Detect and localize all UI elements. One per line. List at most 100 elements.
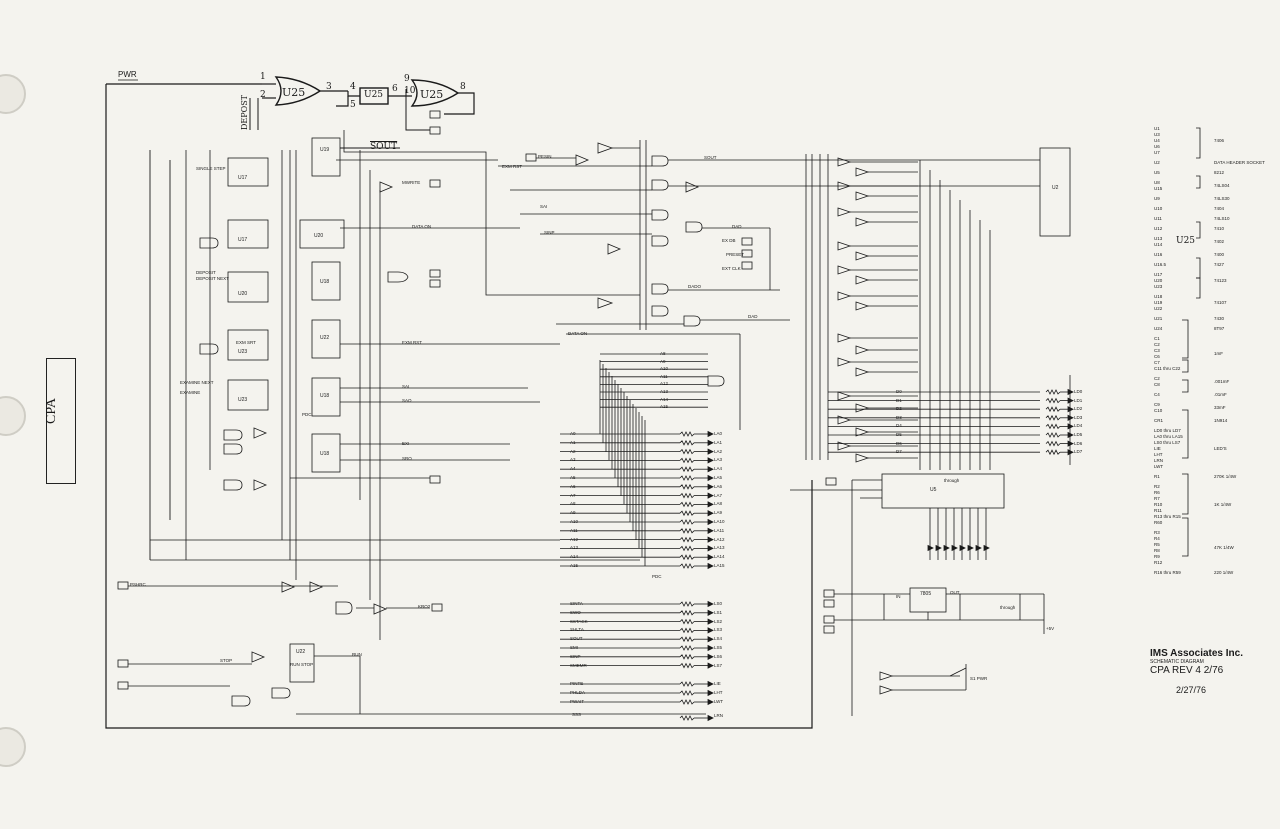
gate-label: U25 <box>364 90 384 100</box>
bom-part: C4 <box>1154 392 1160 397</box>
gate-input-label: A11 <box>660 373 668 379</box>
led-label: LS3 <box>714 627 723 633</box>
resistor-icon <box>679 510 695 517</box>
resistor-icon <box>679 439 695 446</box>
depost-label: DEPOST <box>240 94 249 130</box>
signal-label: SAO <box>402 398 412 403</box>
bom-part: LRN <box>1154 458 1164 463</box>
switch-label: SINGLE STEP <box>196 166 226 171</box>
signal-label: SSS <box>572 712 582 717</box>
bom-value: 74107 <box>1214 300 1227 305</box>
bom-part: LHT <box>1154 452 1163 457</box>
buffer-gate-icon <box>855 427 870 437</box>
bus-pin-label: SOUT <box>570 636 583 642</box>
bom-part: CR1 <box>1154 418 1164 423</box>
signal-label: SOUT <box>704 155 717 160</box>
bom-value: 74LS10 <box>1214 216 1230 221</box>
bus-pin-label: SMEMR <box>570 662 587 668</box>
led-icon <box>707 536 714 543</box>
bom-value: 7430 <box>1214 316 1225 321</box>
bus-pin-label: SHLTA <box>570 627 584 633</box>
pin-number: 2 <box>260 90 266 100</box>
resistor-icon <box>679 645 695 651</box>
chip-label: U18 <box>320 279 330 285</box>
resistor-icon <box>1045 414 1061 421</box>
bom-handwritten: U25 <box>1176 236 1196 246</box>
bus-pin-label: PINTE <box>570 681 584 686</box>
led-icon <box>707 600 714 608</box>
bom-part: LD0 thru LD7 <box>1154 428 1181 433</box>
chip-label: 7805 <box>920 591 932 597</box>
bom-value: DATA HEADER SOCKET <box>1214 160 1265 165</box>
signal-label: PSHRC <box>130 582 146 587</box>
led-label: LA13 <box>714 545 725 551</box>
led-label: LA10 <box>714 519 725 524</box>
resistor-icon <box>679 501 695 508</box>
buffer-gate-icon <box>855 251 870 261</box>
led-icon <box>983 544 990 552</box>
bom-value: 7427 <box>1214 262 1225 267</box>
resistor-icon <box>679 527 695 534</box>
led-icon <box>707 466 714 473</box>
buffer-gate-icon <box>837 333 852 343</box>
bom-part: R12 <box>1154 560 1163 565</box>
signal-label: DAD <box>732 224 742 229</box>
led-icon <box>959 544 966 552</box>
led-label: LA3 <box>714 457 723 463</box>
led-label: LRN <box>714 713 724 718</box>
gate-input-label: A12 <box>660 381 669 387</box>
signal-label: DATA ON <box>412 224 432 229</box>
bom-part: U6 <box>1154 144 1160 149</box>
led-icon <box>975 544 982 552</box>
bom-value: 1mF <box>1214 351 1223 356</box>
led-icon <box>1067 423 1074 430</box>
bus-pin-label: PHLDA <box>570 690 586 695</box>
resistor-icon <box>679 715 695 721</box>
pin-number: 5 <box>350 100 356 110</box>
buffer-gate-icon <box>837 241 852 251</box>
chip-label: U17 <box>238 237 248 243</box>
data-line-label: D5 <box>896 432 902 437</box>
bom-part: C2 <box>1154 342 1160 347</box>
bom-value: 7402 <box>1214 239 1225 244</box>
signal-label: STOP <box>220 658 233 663</box>
led-label: LA7 <box>714 492 723 498</box>
plus-v-label: +5V <box>1046 626 1055 631</box>
chip-label: U23 <box>238 397 248 403</box>
resistor-icon <box>679 563 695 569</box>
resistor-icon <box>679 457 695 464</box>
led-label: LA15 <box>714 563 725 568</box>
bom-part: R6 <box>1154 490 1160 495</box>
bom-value: .001mF <box>1214 379 1230 384</box>
bom-value: 74LS30 <box>1214 196 1230 201</box>
led-label: LS1 <box>714 609 723 615</box>
chip-label: U19 <box>320 147 330 153</box>
bom-part: R8 <box>1154 548 1160 553</box>
data-line-label: D7 <box>896 449 902 455</box>
led-label: LD6 <box>1074 440 1083 446</box>
chip-label: U23 <box>238 349 248 355</box>
bus-pin-label: A5 <box>570 475 576 480</box>
bom-part: U16.5 <box>1154 262 1167 267</box>
through-label: through <box>944 478 960 483</box>
led-icon <box>967 544 974 552</box>
signal-label: SRO <box>402 456 412 461</box>
bom-part: U1 <box>1154 126 1160 131</box>
bom-part: U14 <box>1154 242 1163 247</box>
regulator-in: IN <box>896 594 901 599</box>
led-label: LIE <box>714 681 721 686</box>
buffer-gate-icon <box>837 415 852 425</box>
bom-part: U13 <box>1154 236 1163 241</box>
led-label: LA8 <box>714 501 723 507</box>
drawing-revision: CPA REV 4 2/76 <box>1150 665 1224 676</box>
buffer-gate-icon <box>837 265 852 275</box>
led-label: LA2 <box>714 448 723 454</box>
bom-value: 74LS04 <box>1214 183 1230 188</box>
bom-part: U23 <box>1154 284 1163 289</box>
bom-value: 270K 1/4W <box>1214 474 1237 479</box>
led-label: LS0 <box>714 601 723 606</box>
resistor-icon <box>679 448 695 455</box>
led-label: LS4 <box>714 636 723 642</box>
bus-pin-label: A13 <box>570 545 579 551</box>
